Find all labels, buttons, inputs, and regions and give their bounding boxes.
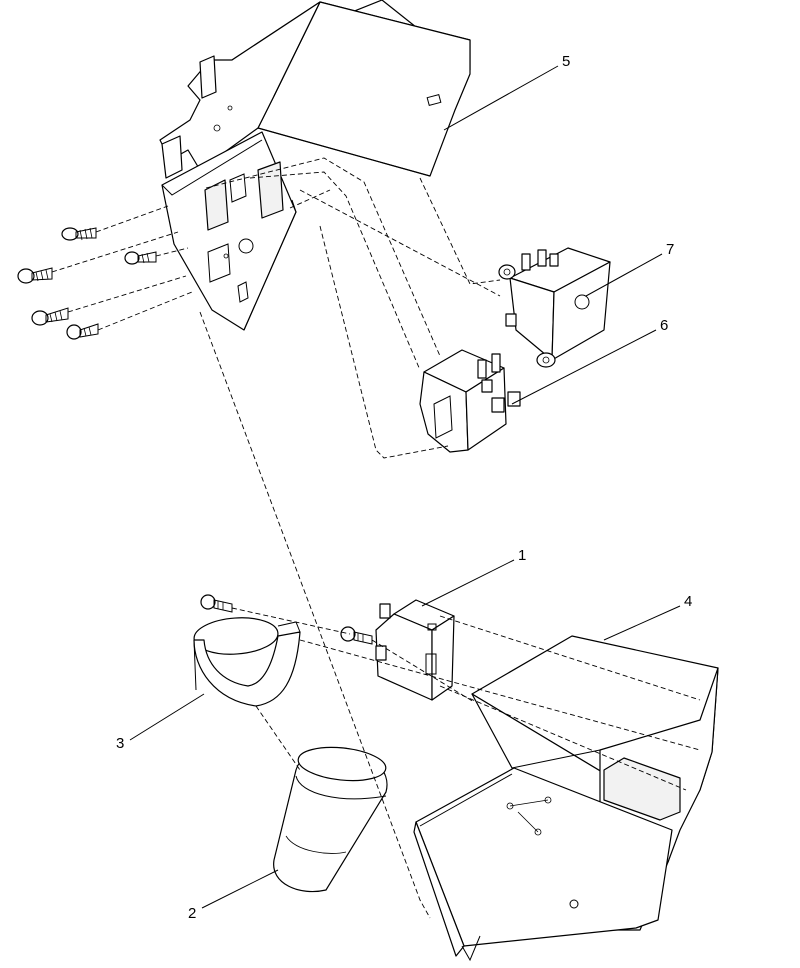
screw-a — [61, 227, 97, 241]
screw-g — [340, 626, 373, 645]
part-7-relay — [498, 247, 611, 368]
assembly-lines — [51, 157, 701, 919]
screw-d — [31, 307, 69, 326]
callout-3: 3 — [116, 735, 124, 752]
part-4-enclosure — [413, 635, 719, 962]
callout-2: 2 — [188, 905, 196, 922]
callout-5: 5 — [562, 53, 570, 70]
screw-c — [17, 267, 53, 284]
part-5-control-housing — [159, 0, 471, 331]
screw-f — [200, 594, 233, 613]
callout-6: 6 — [660, 317, 668, 334]
part-2-capacitor — [273, 746, 388, 893]
callout-1: 1 — [518, 547, 526, 564]
leader-lines — [129, 65, 681, 909]
screws-upper — [17, 227, 157, 340]
callouts: 5 7 6 1 4 3 2 — [116, 53, 692, 922]
part-6-switch — [419, 349, 521, 453]
part-1-switch — [375, 599, 455, 701]
part-3-capacitor-strap — [193, 617, 301, 707]
screw-e — [66, 323, 99, 340]
callout-4: 4 — [684, 593, 692, 610]
callout-7: 7 — [666, 241, 674, 258]
screw-b — [124, 251, 157, 265]
